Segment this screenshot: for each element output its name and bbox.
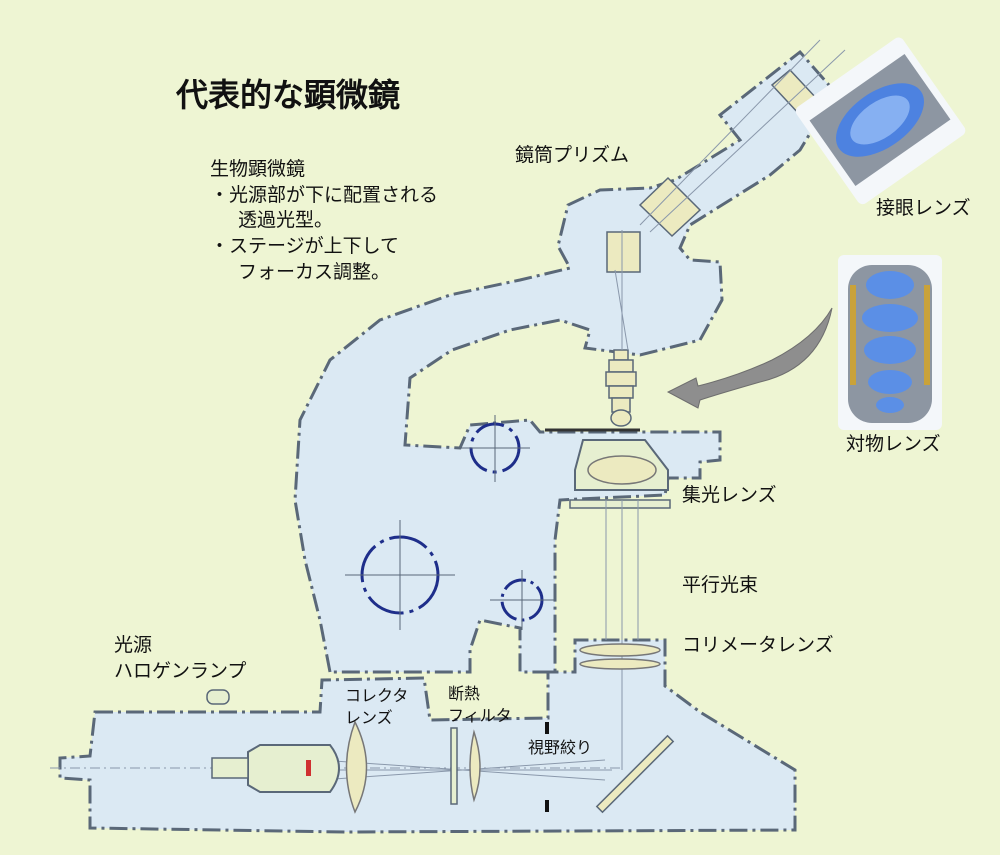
label-parallel-beam: 平行光束	[682, 574, 759, 596]
lamp-knob	[206, 689, 230, 705]
lamp-socket	[211, 757, 249, 779]
label-field-stop: 視野絞り	[528, 738, 593, 757]
collector-lens-1	[345, 720, 368, 814]
diagram-title: 代表的な顕微鏡	[176, 76, 401, 114]
microscope-body	[58, 49, 837, 834]
objective-inset	[838, 255, 942, 430]
field-stop-mark-bottom	[545, 800, 549, 812]
label-collector-lens: コレクタ レンズ	[345, 685, 408, 728]
knob-crosshairs	[345, 415, 555, 630]
description-line-1: ・光源部が下に配置される	[210, 183, 439, 206]
label-heat-filter: 断熱 フィルタ	[448, 683, 512, 726]
objective-assembly	[605, 349, 637, 427]
prism-block	[606, 231, 641, 273]
heat-filter	[450, 727, 458, 805]
description-line-2: 透過光型。	[238, 209, 334, 232]
label-objective: 対物レンズ	[846, 433, 941, 455]
label-light-source-line-1: 光源	[114, 634, 153, 656]
field-stop-mark-top	[545, 722, 549, 734]
eyepiece-tube-lens	[638, 176, 702, 238]
collector-lens-2	[469, 729, 481, 803]
condenser-base	[569, 499, 671, 509]
lamp-filament	[306, 760, 311, 776]
collimator-lenses	[579, 643, 661, 670]
label-collector-line-1: コレクタ	[345, 686, 409, 705]
pointer-arrow	[666, 307, 833, 409]
label-heat-filter-line-1: 断熱	[448, 684, 481, 703]
label-prism: 鏡筒プリズム	[515, 144, 630, 166]
label-heat-filter-line-2: フィルタ	[448, 705, 512, 725]
label-condenser: 集光レンズ	[682, 484, 777, 506]
label-collimator: コリメータレンズ	[682, 634, 834, 656]
halogen-lamp	[247, 744, 340, 793]
eyepiece-inset	[795, 37, 966, 205]
label-light-source: 光源 ハロゲンランプ	[114, 633, 246, 684]
description-block: 生物顕微鏡 ・光源部が下に配置される 透過光型。 ・ステージが上下して フォーカ…	[210, 157, 438, 285]
label-collector-line-2: レンズ	[345, 707, 393, 727]
label-eyepiece: 接眼レンズ	[876, 197, 971, 219]
condenser-lens	[587, 455, 657, 485]
mirror	[595, 734, 675, 814]
description-line-3: ・ステージが上下して	[210, 234, 400, 257]
description-heading: 生物顕微鏡	[210, 158, 306, 180]
description-line-4: フォーカス調整。	[238, 260, 391, 283]
label-light-source-line-2: ハロゲンランプ	[114, 659, 247, 682]
